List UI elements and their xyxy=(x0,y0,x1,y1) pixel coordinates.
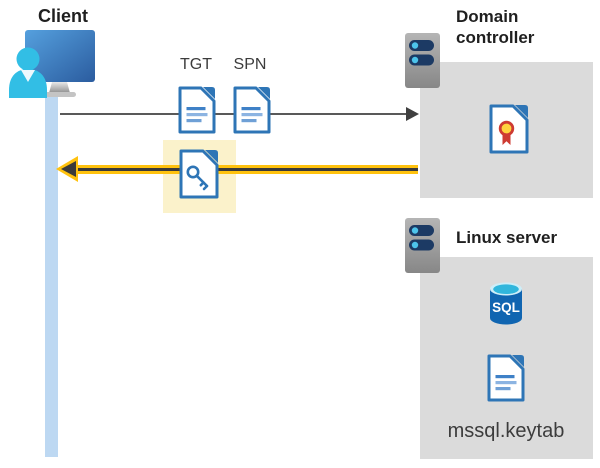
response-arrow-head xyxy=(61,161,76,177)
linux-server-label: Linux server xyxy=(456,228,558,247)
keytab-document-icon xyxy=(487,354,525,402)
sql-database-icon: SQL xyxy=(490,282,522,325)
request-arrow-head xyxy=(406,107,419,121)
key-document-icon xyxy=(179,149,219,199)
domain-controller-label: Domain controller xyxy=(456,7,535,47)
tgt-document-icon xyxy=(178,86,216,134)
response-arrow xyxy=(56,156,418,182)
sql-icon-text: SQL xyxy=(492,300,520,315)
keytab-filename-label: mssql.keytab xyxy=(447,420,565,442)
client-label: Client xyxy=(37,6,88,26)
response-arrow-core xyxy=(74,168,418,171)
domain-controller-server-icon xyxy=(405,33,440,88)
linux-server-icon xyxy=(405,218,440,273)
user-monitor-icon xyxy=(9,30,95,98)
certificate-icon xyxy=(489,104,529,154)
tgt-label: TGT xyxy=(180,56,212,73)
spn-document-icon xyxy=(233,86,271,134)
client-lifeline xyxy=(45,94,58,457)
spn-label: SPN xyxy=(233,56,267,73)
